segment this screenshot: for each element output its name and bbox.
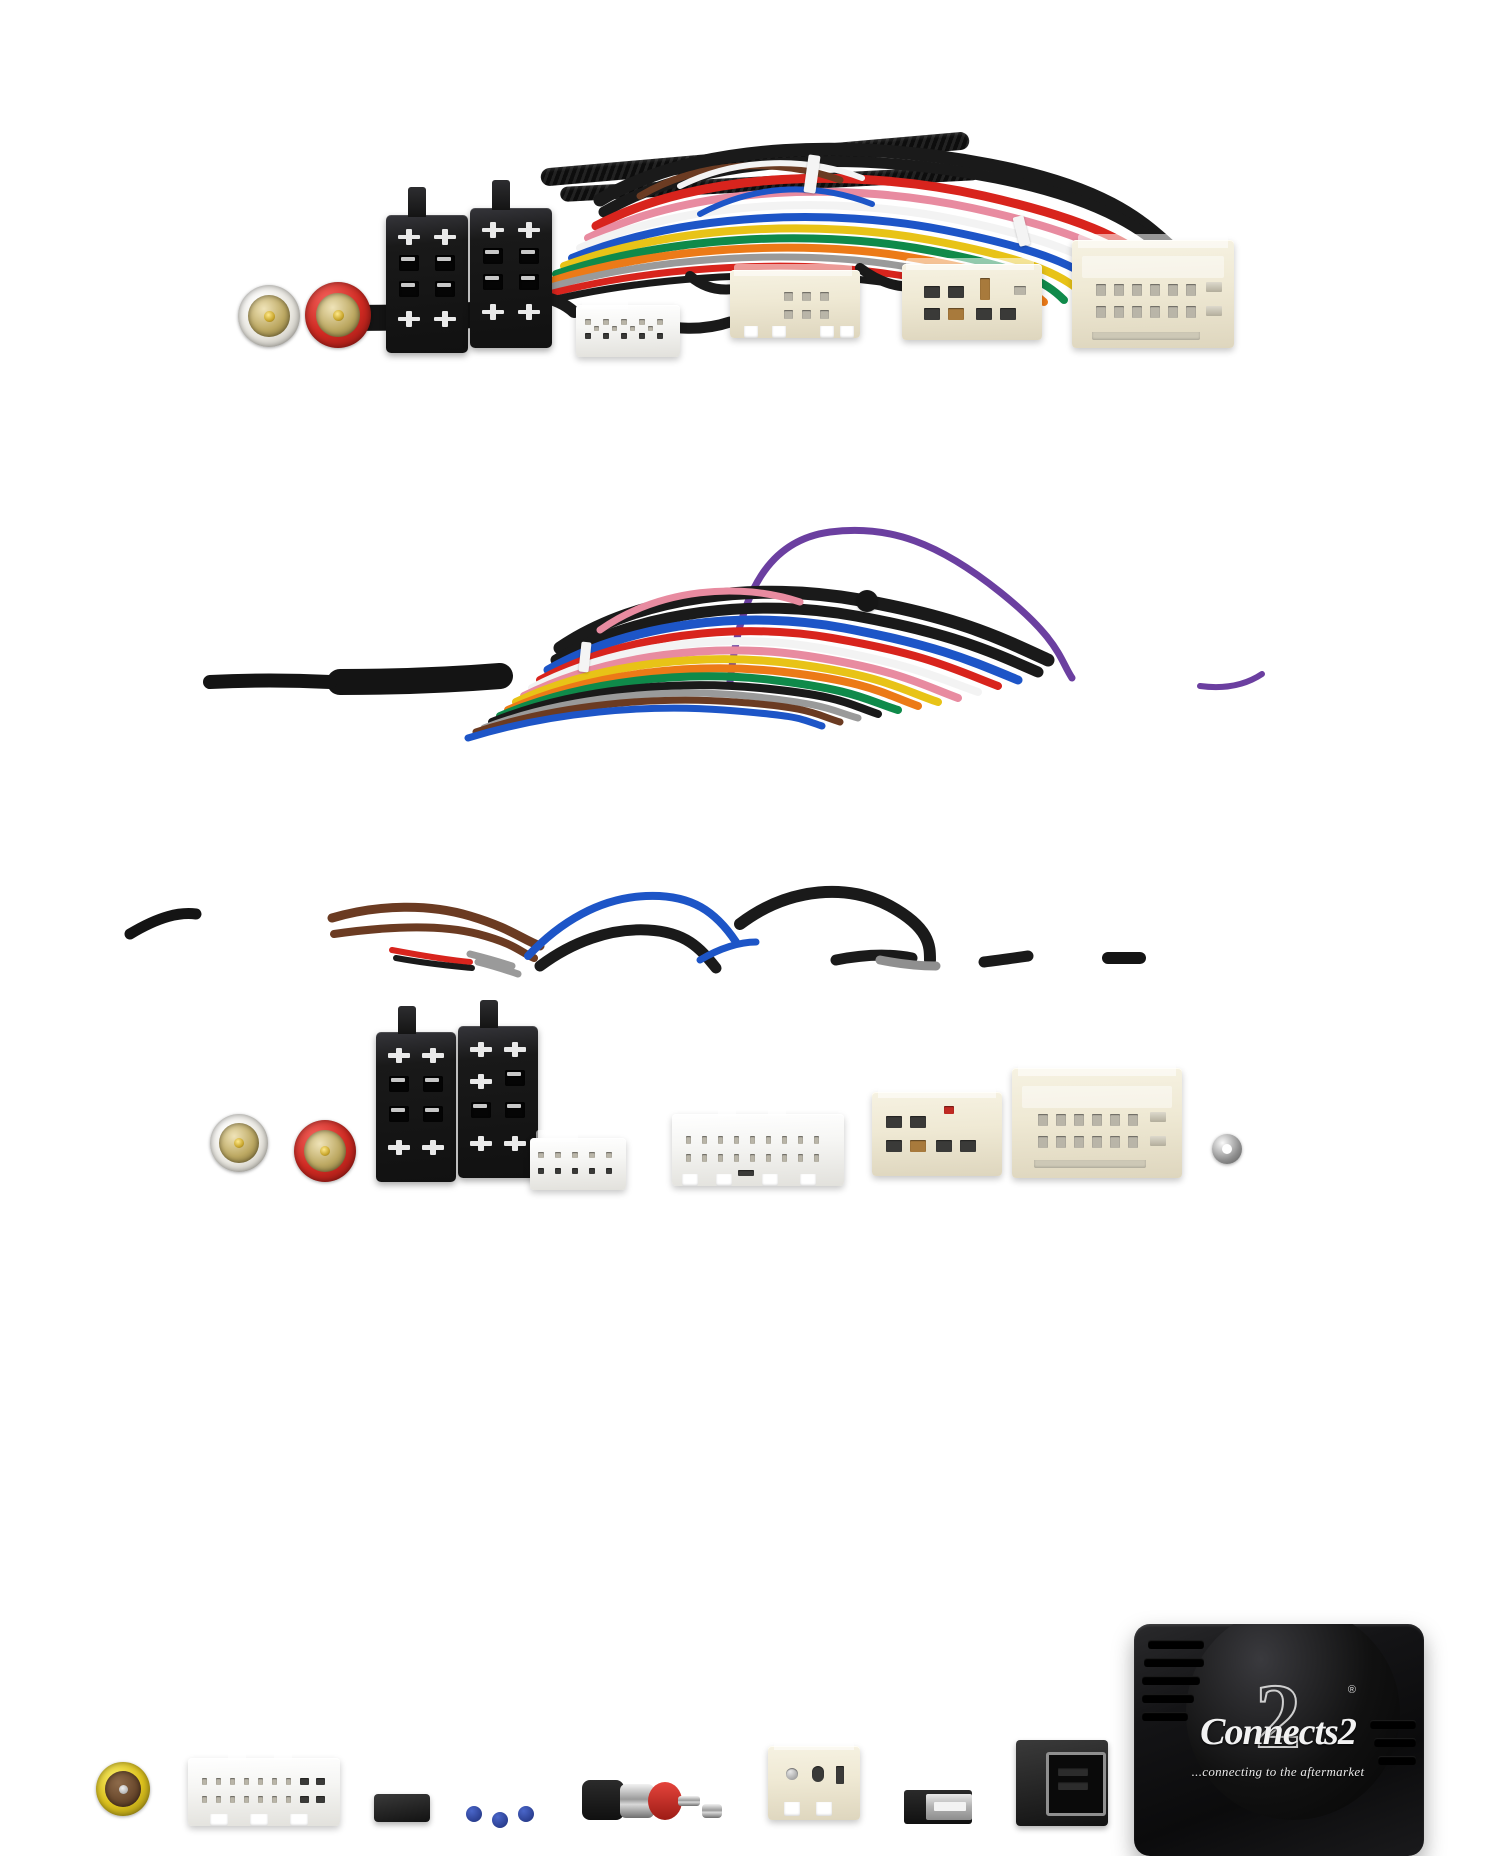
aerial-pin bbox=[702, 1800, 728, 1822]
bullet-connector bbox=[492, 1812, 508, 1828]
connects2-logo: 2 Connects2 ® ...connecting to the after… bbox=[1188, 1669, 1368, 1786]
module-vent bbox=[1374, 1738, 1416, 1747]
rca-plug-white bbox=[238, 285, 300, 347]
iso-connector-b bbox=[470, 180, 552, 348]
inline-fuse-block bbox=[374, 1794, 430, 1822]
white-20pin-connector bbox=[530, 1130, 626, 1190]
ring-terminal bbox=[1212, 1134, 1242, 1164]
aerial-socket bbox=[768, 1740, 860, 1820]
cable-tie bbox=[856, 590, 878, 612]
row-3-accessory-leads: 2 Connects2 ® ...connecting to the after… bbox=[0, 850, 1500, 1856]
rca-plug-red bbox=[294, 1120, 356, 1182]
module-vent bbox=[1378, 1756, 1416, 1765]
row-2-main-harness-lower bbox=[0, 470, 1500, 1190]
rca-plug-yellow bbox=[96, 1762, 150, 1816]
usb-type-a-plug bbox=[904, 1790, 972, 1824]
module-vent bbox=[1370, 1720, 1416, 1729]
white-24pin-connector bbox=[188, 1746, 340, 1826]
module-vent bbox=[1148, 1640, 1204, 1649]
wire-bundle-lower bbox=[203, 526, 1265, 742]
module-vent bbox=[1142, 1712, 1188, 1721]
bullet-connector bbox=[518, 1806, 534, 1822]
antenna-adapter bbox=[582, 1768, 702, 1830]
logo-wordmark: Connects2 bbox=[1200, 1711, 1357, 1753]
module-vent bbox=[1144, 1658, 1204, 1667]
bullet-connector bbox=[466, 1806, 482, 1822]
module-vent bbox=[1142, 1694, 1194, 1703]
iso-connector-a bbox=[386, 187, 468, 353]
ivory-connector-2 bbox=[902, 258, 1042, 340]
connects2-interface-module: 2 Connects2 ® ...connecting to the after… bbox=[1134, 1624, 1424, 1856]
black-data-connector bbox=[1016, 1740, 1108, 1826]
wire-bundle-upper bbox=[332, 142, 1192, 334]
registered-mark-icon: ® bbox=[1347, 1684, 1356, 1696]
white-20pin-connector bbox=[576, 297, 680, 357]
row-1-main-harness-upper bbox=[0, 0, 1500, 420]
ivory-connector-1 bbox=[730, 264, 860, 338]
logo-tagline: ...connecting to the aftermarket bbox=[1191, 1764, 1365, 1779]
rca-plug-red bbox=[305, 282, 371, 348]
ivory-connector-large bbox=[1072, 234, 1234, 348]
accessory-cables bbox=[124, 885, 1146, 978]
